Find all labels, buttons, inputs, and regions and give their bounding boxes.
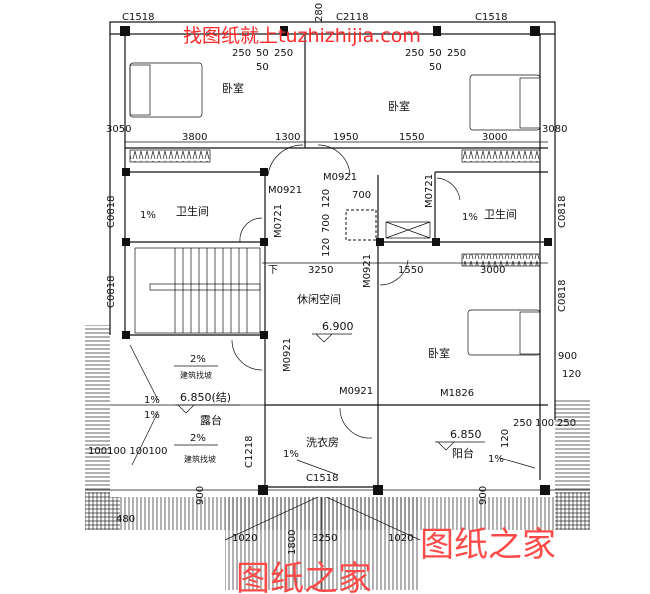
void-cross — [385, 221, 431, 239]
door-label: M0921 — [339, 386, 373, 397]
slope-label: 1% — [462, 212, 478, 223]
room-label: 洗衣房 — [306, 435, 339, 449]
dimension: 250 — [405, 48, 424, 59]
dimension: 50 — [429, 48, 442, 59]
columns — [120, 26, 552, 495]
dimension: 100 — [535, 418, 554, 429]
dimension: 50 — [429, 62, 442, 73]
room-label: 卫生间 — [176, 204, 209, 218]
bed-ne — [469, 74, 541, 131]
elevation-label: 6.850 — [450, 428, 482, 441]
door-label: M0921 — [323, 172, 357, 183]
dimension: 3800 — [182, 132, 207, 143]
dimension: 900 — [195, 486, 206, 505]
door-label: M0921 — [282, 338, 293, 372]
dimension: 120 — [562, 369, 581, 380]
dimension: 1020 — [232, 533, 257, 544]
room-label: 卧室 — [388, 99, 410, 113]
slope-label: 1% — [283, 449, 299, 460]
dimension: 3000 — [482, 132, 507, 143]
door-label: M0721 — [273, 204, 284, 238]
dimension: 3250 — [308, 265, 333, 276]
closet-right — [461, 149, 541, 163]
dimension: 280 — [314, 3, 325, 22]
shaft — [345, 209, 377, 241]
dimension: 120 — [500, 429, 511, 448]
dimension: 3000 — [480, 265, 505, 276]
room-label: 卧室 — [222, 81, 244, 95]
dimension: 1300 — [275, 132, 300, 143]
dimension: 100100 100100 — [88, 446, 168, 457]
dimension: 3250 — [312, 533, 337, 544]
room-label: 卧室 — [428, 346, 450, 360]
dimension: 1020 — [388, 533, 413, 544]
window-label: C0818 — [106, 196, 117, 228]
slope-note: 建筑找坡 — [180, 370, 212, 380]
elevation-marker — [435, 441, 485, 451]
dimension: 250 — [513, 418, 532, 429]
door-label: M0921 — [268, 185, 302, 196]
dimension: 900 — [478, 486, 489, 505]
bed-nw — [129, 62, 203, 118]
dimension: 900 — [558, 351, 577, 362]
window-label: C1518 — [475, 12, 507, 23]
slope-label: 1% — [144, 395, 160, 406]
room-label: 露台 — [200, 413, 222, 427]
window-label: C0818 — [106, 276, 117, 308]
dimension: 700 — [352, 190, 371, 201]
dimension: 250 — [274, 48, 293, 59]
window-label: C0818 — [557, 196, 568, 228]
dimension: 3080 — [542, 124, 567, 135]
drain-arrows — [129, 344, 536, 476]
watermark-center: 图纸之家 — [236, 559, 372, 594]
room-label: 休闲空间 — [297, 292, 341, 306]
elevation-marker — [175, 404, 240, 414]
room-label: 阳台 — [452, 446, 474, 460]
bed-e — [467, 309, 541, 356]
dimension: 120 — [321, 238, 332, 257]
dimension: 120 — [321, 189, 332, 208]
door-label: M0921 — [362, 254, 373, 288]
dimension: 1950 — [333, 132, 358, 143]
elevation-marker — [312, 333, 352, 343]
slope-label: 1% — [488, 454, 504, 465]
slope-label: 2% — [190, 433, 206, 444]
dimension: 250 — [232, 48, 251, 59]
slope-label: 1% — [140, 210, 156, 221]
elevation-label: 6.850(结) — [180, 391, 231, 404]
slope-note: 建筑找坡 — [184, 454, 216, 464]
dimension: 1550 — [399, 132, 424, 143]
dimension: 50 — [256, 48, 269, 59]
window-label: C1218 — [244, 436, 255, 468]
dimension: 1550 — [398, 265, 423, 276]
dimension: 1800 — [287, 530, 298, 555]
elevation-label: 6.900 — [322, 320, 354, 333]
door-label: M0721 — [424, 174, 435, 208]
room-label: 卫生间 — [484, 207, 517, 221]
window-label: C2118 — [336, 12, 368, 23]
dimension: 3050 — [106, 124, 131, 135]
door-swings — [231, 144, 461, 439]
window-label: C0818 — [557, 280, 568, 312]
dimension: 700 — [321, 214, 332, 233]
slope-label: 1% — [144, 410, 160, 421]
dimension: 50 — [256, 62, 269, 73]
dimension: 480 — [116, 514, 135, 525]
window-label: C1518 — [122, 12, 154, 23]
stair-down-label: 下 — [268, 265, 278, 276]
closet-left — [129, 149, 211, 163]
staircase — [134, 247, 261, 334]
dimension: 250 — [447, 48, 466, 59]
watermark-bottom-right: 图纸之家 — [420, 525, 556, 565]
slope-label: 2% — [190, 354, 206, 365]
window-label: C1518 — [306, 473, 338, 484]
dimension: 250 — [557, 418, 576, 429]
door-label: M1826 — [440, 388, 474, 399]
watermark-top: 找图纸就上tuzhizhijia.com — [183, 25, 421, 47]
